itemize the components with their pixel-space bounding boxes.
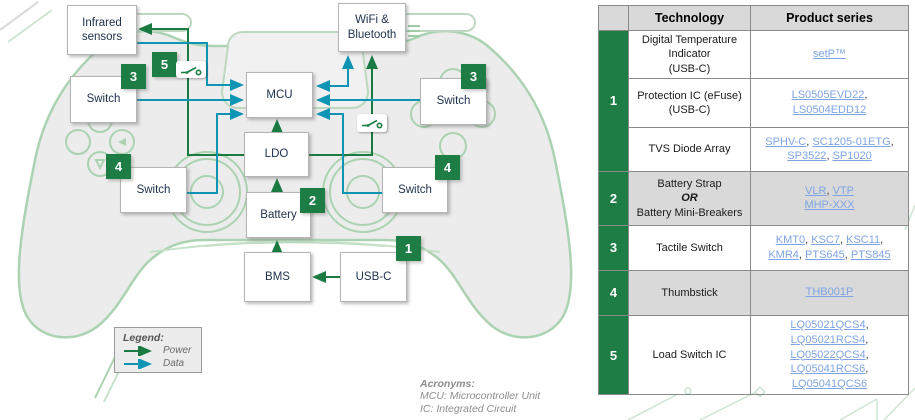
badge-2: 2 [300,188,325,213]
product-series-cell: SPHV-C, SC1205-01ETG,SP3522, SP1020 [750,126,909,172]
product-series-cell: LQ05021QCS4,LQ05021RCS4,LQ05022QCS4,LQ05… [750,314,909,396]
product-link[interactable]: KMR4 [768,248,799,261]
row-number-cell: 1 [598,30,629,172]
power-arrow-icon [124,345,152,356]
load-switch-icon [176,61,206,78]
switch-label: Switch [136,183,171,196]
product-link[interactable]: LQ05041QCS6 [791,378,868,391]
product-link[interactable]: LQ05021QCS4 [790,318,866,331]
switch-label: Switch [398,183,432,196]
legend-box: Legend: Power Data [114,327,202,373]
wifi-bluetooth-box: WiFi & Bluetooth [338,3,406,52]
table-row: Protection IC (eFuse)(USB-C)LS0505EVD22,… [599,77,909,128]
product-link[interactable]: LQ05041RCS6 [790,363,866,376]
badge-3-left: 3 [121,64,146,89]
data-arrow-icon [124,358,152,369]
product-link[interactable]: PTS845 [850,248,891,261]
mcu-box: MCU [246,72,313,118]
table-header-row: Technology Product series [598,5,909,31]
header-number-cell [598,5,629,31]
load-switch-icon [357,114,387,132]
product-series-cell: LS0505EVD22,LS0504EDD12 [750,77,909,128]
product-link[interactable]: LQ05021RCS4 [790,333,866,346]
mcu-label: MCU [266,88,293,101]
usbc-label: USB-C [355,270,392,283]
product-link[interactable]: KSC7 [811,234,840,247]
acronyms-note: Acronyms: MCU: Microcontroller Unit IC: … [420,378,540,415]
product-link[interactable]: PTS645 [805,248,845,261]
ldo-box: LDO [244,132,309,177]
row-number-cell: 3 [598,224,629,271]
technology-cell: Thumbstick [628,269,751,316]
usbc-box: USB-C [340,252,407,302]
watermark-traces-topleft [0,1,53,43]
switch-label: Switch [436,95,471,108]
product-link[interactable]: VTP [832,184,854,197]
switch-label: Switch [86,93,121,106]
product-link[interactable]: KMT0 [775,234,806,247]
infrared-sensors-box: Infrared sensors [67,5,137,55]
acronyms-title: Acronyms: [420,378,475,390]
badge-4-left: 4 [106,154,131,179]
technology-cell: Load Switch IC [628,314,751,396]
product-link[interactable]: VLR [805,184,827,197]
technology-cell: Protection IC (eFuse)(USB-C) [628,77,751,128]
badge-5: 5 [152,52,177,77]
product-series-cell: THB001P [750,269,909,316]
ldo-label: LDO [264,148,289,161]
header-product-series: Product series [750,5,909,31]
product-link[interactable]: SC1205-01ETG [812,135,891,148]
header-technology: Technology [628,5,751,31]
acronym-mcu: MCU: Microcontroller Unit [420,390,541,403]
row-number-cell: 4 [598,269,629,316]
data-lines [136,42,421,194]
product-link[interactable]: setP™ [812,48,846,61]
product-link[interactable]: THB001P [805,286,854,299]
row-number-cell: 5 [598,314,629,396]
switch-left-bottom-box: Switch [120,167,187,213]
bms-box: BMS [244,252,311,302]
row-number-cell: 2 [598,170,629,226]
product-link[interactable]: MHP-XXX [804,199,855,212]
product-link[interactable]: KSC11 [846,234,881,247]
acronym-ic: IC: Integrated Circuit [420,402,517,415]
bms-label: BMS [265,270,290,283]
badge-3-right: 3 [461,64,486,89]
infrared-sensors-label: Infrared sensors [81,16,123,43]
technology-cell: TVS Diode Array [628,126,751,172]
product-link[interactable]: SPHV-C [765,135,807,148]
product-link[interactable]: LQ05022QCS4 [790,348,866,361]
product-link[interactable]: SP3522 [787,150,827,163]
product-series-cell: KMT0, KSC7, KSC11,KMR4, PTS645, PTS845 [750,224,909,271]
product-link[interactable]: LS0504EDD12 [792,103,867,116]
product-link[interactable]: LS0505EVD22 [791,89,865,102]
battery-label: Battery [260,208,297,221]
badge-1: 1 [396,236,421,261]
legend-power-label: Power [163,345,192,356]
product-series-cell: setP™ [750,30,909,79]
technology-cell: Tactile Switch [628,224,751,271]
wifi-bluetooth-label: WiFi & Bluetooth [347,14,397,41]
product-link[interactable]: SP1020 [832,150,872,163]
legend-data-label: Data [163,358,185,369]
legend-title: Legend: [123,332,164,344]
badge-4-right: 4 [435,155,460,180]
